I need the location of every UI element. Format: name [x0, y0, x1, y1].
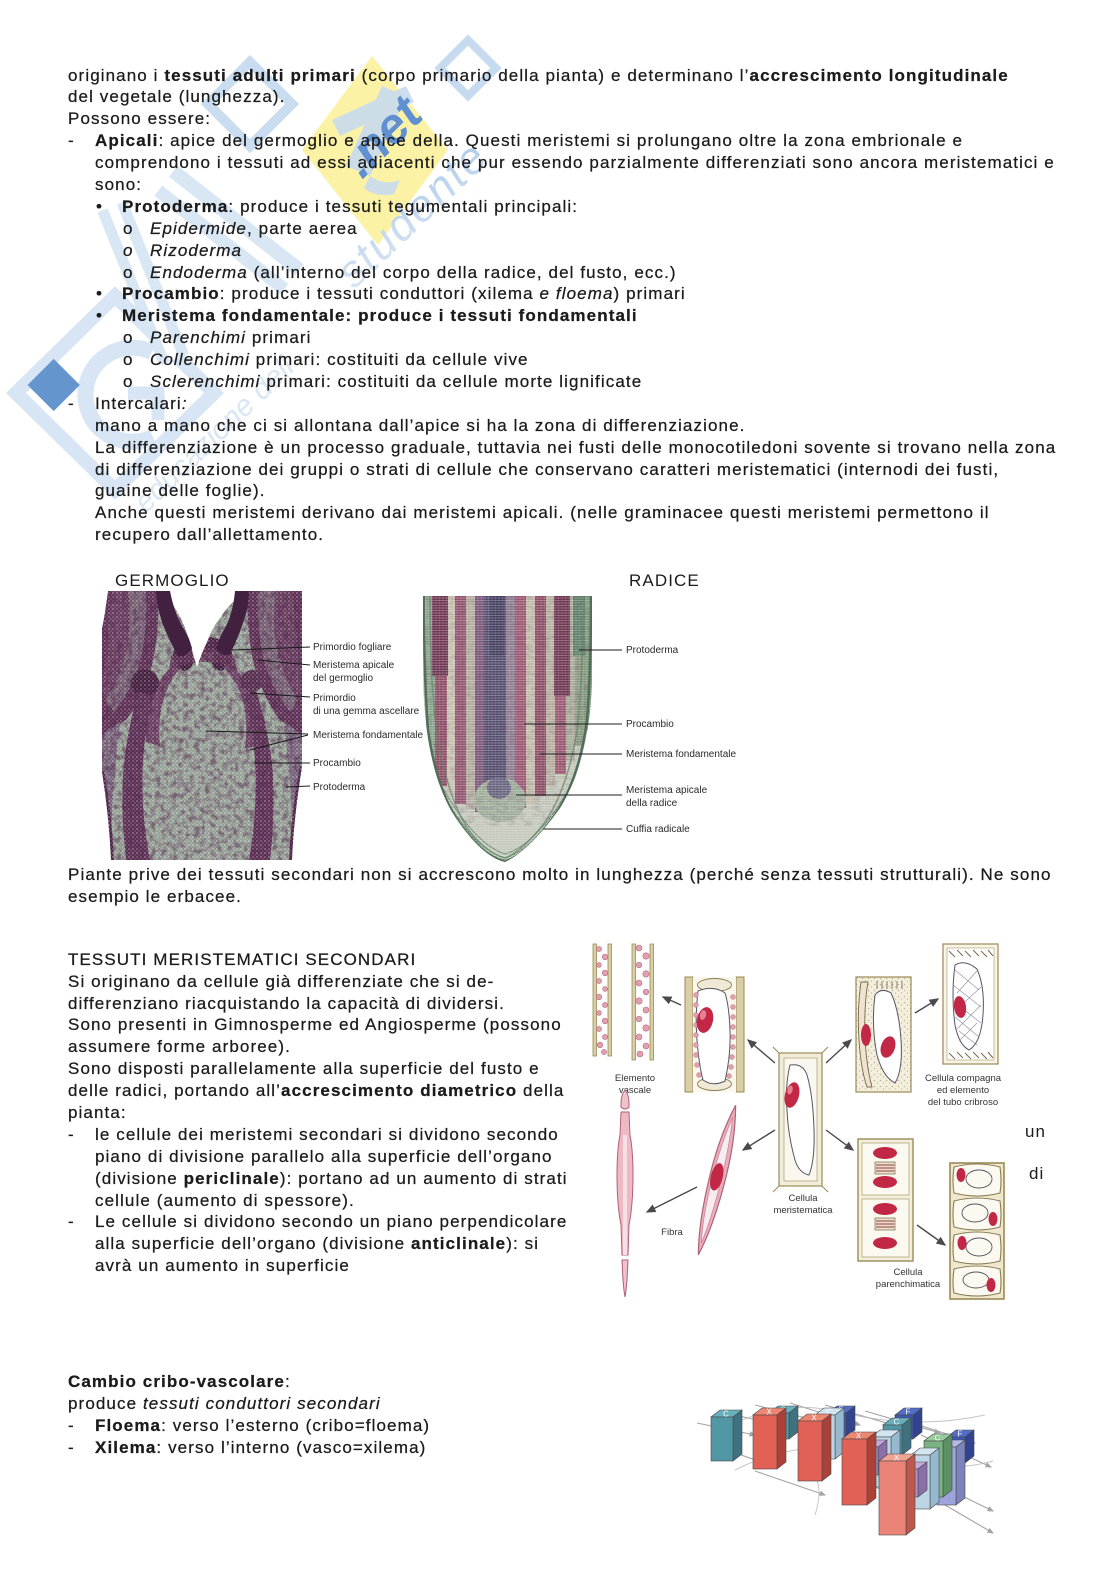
svg-text:C: C — [723, 1410, 729, 1419]
svg-text:Meristema fondamentale: Meristema fondamentale — [626, 749, 736, 760]
svg-text:X: X — [811, 1414, 817, 1423]
svg-text:F: F — [958, 1430, 963, 1439]
svg-text:Cuffia radicale: Cuffia radicale — [626, 824, 690, 835]
svg-text:C: C — [894, 1418, 900, 1427]
svg-text:parenchimatica: parenchimatica — [876, 1279, 941, 1290]
svg-text:X: X — [856, 1432, 862, 1441]
svg-text:Fibra: Fibra — [661, 1227, 683, 1238]
svg-text:Meristema apicale: Meristema apicale — [313, 660, 395, 671]
svg-text:Cellula: Cellula — [893, 1267, 923, 1278]
svg-text:Primordio fogliare: Primordio fogliare — [313, 642, 392, 653]
svg-text:ed elemento: ed elemento — [937, 1085, 989, 1096]
svg-text:C: C — [826, 1408, 832, 1417]
svg-text:vascale: vascale — [619, 1085, 651, 1096]
svg-text:meristematica: meristematica — [773, 1205, 833, 1216]
svg-text:C: C — [935, 1434, 941, 1443]
svg-text:del tubo cribroso: del tubo cribroso — [928, 1097, 998, 1108]
svg-text:Cellula: Cellula — [788, 1193, 818, 1204]
svg-text:Protoderma: Protoderma — [626, 645, 679, 656]
svg-text:X: X — [766, 1408, 772, 1417]
svg-text:Elemento: Elemento — [615, 1073, 655, 1084]
svg-text:Meristema fondamentale: Meristema fondamentale — [313, 730, 423, 741]
svg-text:Meristema apicale: Meristema apicale — [626, 785, 708, 796]
svg-text:F: F — [906, 1408, 911, 1417]
svg-text:Cellula compagna: Cellula compagna — [925, 1073, 1002, 1084]
svg-text:Procambio: Procambio — [313, 758, 361, 769]
svg-text:Procambio: Procambio — [626, 719, 674, 730]
svg-text:Primordio: Primordio — [313, 693, 356, 704]
svg-text:di una gemma ascellare: di una gemma ascellare — [313, 706, 420, 717]
svg-text:X: X — [894, 1454, 900, 1463]
svg-text:del germoglio: del germoglio — [313, 673, 373, 684]
svg-text:Protoderma: Protoderma — [313, 782, 366, 793]
svg-text:della radice: della radice — [626, 798, 678, 809]
